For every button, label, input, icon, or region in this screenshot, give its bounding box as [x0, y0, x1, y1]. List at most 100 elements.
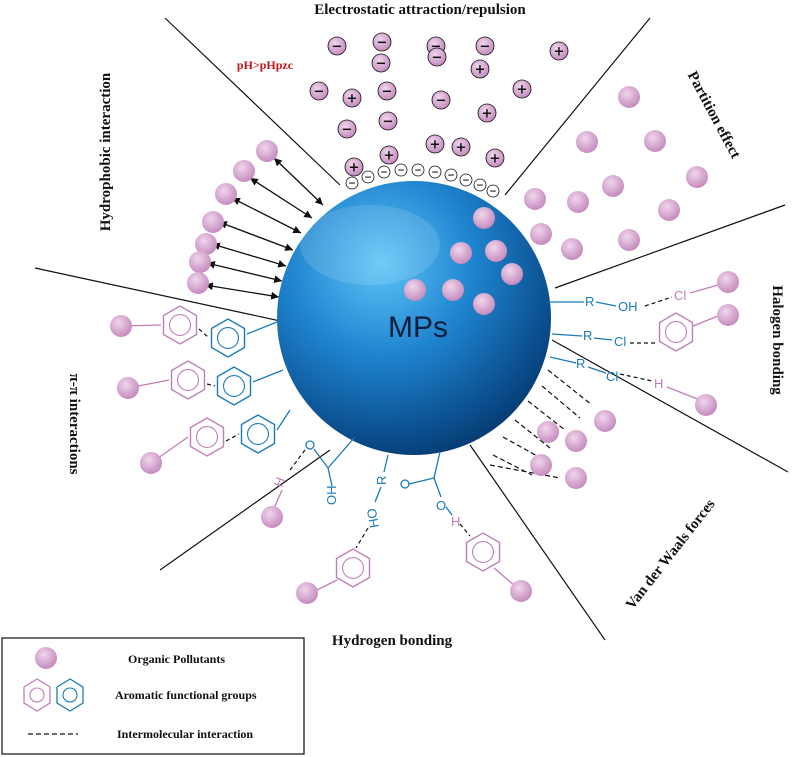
double-arrow — [218, 221, 294, 251]
pollutant-ball — [485, 240, 507, 262]
pollutant-ball — [215, 183, 237, 205]
bond-line — [327, 467, 333, 487]
surface-charge: − — [486, 184, 500, 198]
double-arrow — [206, 261, 283, 283]
interaction-dash — [198, 328, 210, 339]
bond-line — [551, 333, 583, 337]
pollutant-ball — [187, 272, 209, 294]
negative-charge: − — [377, 81, 397, 101]
positive-charge: + — [512, 79, 532, 99]
svg-text:−: − — [414, 166, 422, 176]
interaction-dash — [547, 369, 593, 406]
svg-text:−: − — [383, 115, 394, 130]
pollutant-ball — [567, 191, 589, 213]
pollutant-ball — [117, 377, 139, 399]
pink-aromatic-ring — [658, 312, 694, 352]
pollutant-ball — [442, 279, 464, 301]
cl-label: Cl — [614, 334, 626, 349]
positive-charge: + — [344, 157, 364, 177]
partition-title: Partition effect — [684, 69, 743, 161]
pollutant-ball — [296, 582, 318, 604]
pollutant-ball — [695, 394, 717, 416]
negative-charge: − — [337, 119, 357, 139]
pollutant-ball — [510, 580, 532, 602]
h-label: H — [271, 475, 288, 489]
svg-text:−: − — [376, 57, 387, 72]
svg-text:+: + — [517, 83, 528, 98]
positive-charge: + — [379, 145, 399, 165]
legend-aromatic-label: Aromatic functional groups — [115, 688, 257, 702]
svg-text:+: + — [475, 63, 486, 78]
blue-aromatic-ring — [210, 318, 246, 358]
svg-text:−: − — [431, 40, 442, 55]
bond-line — [433, 451, 441, 479]
pollutant-ball — [195, 233, 217, 255]
pollutant-ball — [565, 430, 587, 452]
negative-charge: − — [427, 47, 447, 67]
positive-charge: + — [470, 59, 490, 79]
r-label: R — [585, 294, 594, 309]
pollutant-ball — [189, 251, 211, 273]
legend: Organic Pollutants Aromatic functional g… — [1, 637, 305, 755]
svg-text:−: − — [364, 173, 372, 183]
positive-charge: + — [451, 137, 471, 157]
negative-charge: − — [327, 36, 347, 56]
negative-charge: − — [372, 32, 392, 52]
pollutant-ball — [594, 410, 616, 432]
o-label: O — [436, 498, 446, 513]
svg-text:−: − — [432, 51, 443, 66]
pollutant-ball — [202, 211, 224, 233]
ho-label: HO — [364, 507, 382, 529]
h-label: H — [654, 376, 663, 391]
pollutant-ball — [524, 188, 546, 210]
pollutant-ball — [658, 199, 680, 221]
pink-aromatic-ring — [335, 548, 371, 588]
svg-text:+: + — [384, 149, 395, 164]
hydrogen-bonding-rings — [312, 532, 516, 593]
bond-line — [276, 409, 291, 431]
divider-line — [554, 204, 786, 289]
positive-charge: + — [425, 134, 445, 154]
pollutant-ball — [530, 223, 552, 245]
pollutant-ball — [686, 166, 708, 188]
svg-text:+: + — [490, 152, 501, 167]
surface-charge: − — [444, 168, 458, 182]
halogen-bonding-group: R OH Cl R Cl R Cl H — [548, 284, 719, 403]
svg-text:−: − — [342, 123, 353, 138]
svg-text:−: − — [431, 168, 439, 178]
pollutant-ball — [618, 229, 640, 251]
blue-aromatic-ring — [240, 414, 276, 454]
interaction-dash — [459, 523, 471, 537]
svg-text:−: − — [314, 85, 325, 100]
pollutant-ball — [644, 130, 666, 152]
pollutant-ball — [473, 207, 495, 229]
svg-text:−: − — [380, 168, 388, 178]
pollutant-ball — [501, 263, 523, 285]
hydrophobic-title: Hydrophobic interaction — [98, 72, 114, 231]
bond-line — [587, 366, 607, 374]
positive-charge: + — [485, 148, 505, 168]
pollutant-ball — [602, 175, 624, 197]
negative-charge: − — [371, 53, 391, 73]
r-label: R — [374, 476, 389, 485]
interaction-dash — [206, 383, 216, 387]
negative-charge: − — [475, 36, 495, 56]
r-label: R — [576, 356, 585, 371]
halogen-title: Halogen bonding — [769, 285, 785, 395]
pi-pi-title: π-π interactions — [66, 373, 82, 474]
pollutant-ball — [110, 315, 132, 337]
double-arrow — [231, 197, 302, 234]
divider-line — [504, 17, 651, 196]
pink-aromatic-ring — [170, 360, 206, 400]
interaction-dash — [225, 433, 240, 442]
microplastic-sphere — [277, 181, 551, 455]
pollutant-ball — [561, 238, 583, 260]
pollutant-ball — [261, 506, 283, 528]
positive-charge: + — [477, 103, 497, 123]
interaction-dash — [619, 373, 653, 382]
pollutant-ball — [140, 452, 162, 474]
divider-line — [469, 444, 606, 641]
pollutant-ball — [576, 131, 598, 153]
hydrogen-bonding-group: OH H R HO O H — [271, 436, 471, 549]
